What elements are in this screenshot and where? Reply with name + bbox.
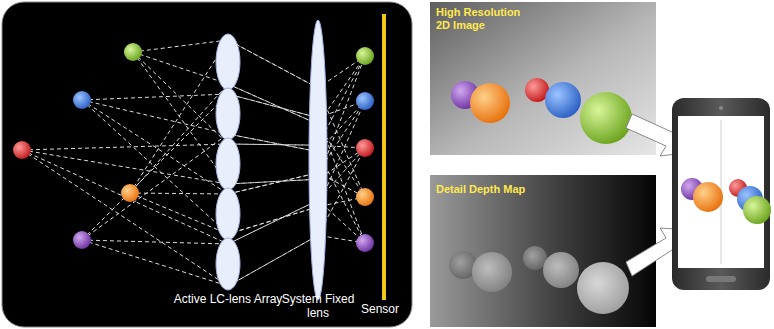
image-panel: High Resolution 2D Image bbox=[430, 2, 656, 155]
depth-panel: Detail Depth Map bbox=[430, 175, 656, 327]
ray-line bbox=[133, 52, 365, 184]
ray-line bbox=[133, 52, 365, 145]
phone-balls bbox=[681, 178, 771, 224]
sensor-bar bbox=[382, 14, 386, 300]
fixed-lens bbox=[309, 20, 327, 300]
ray-line bbox=[130, 193, 365, 234]
color-balls bbox=[451, 78, 632, 144]
lc-lens-array bbox=[216, 34, 240, 290]
ray-line bbox=[130, 84, 365, 197]
phone-screen bbox=[678, 116, 764, 268]
depth-balls bbox=[449, 246, 629, 314]
panel-title: Detail Depth Map bbox=[436, 183, 525, 196]
part-label: System Fixed lens bbox=[278, 292, 358, 320]
part-label: Active LC-lens Array bbox=[173, 292, 283, 306]
phone-body bbox=[672, 98, 770, 290]
ray-line bbox=[130, 173, 365, 197]
optics-panel bbox=[2, 2, 412, 327]
object-points bbox=[13, 43, 142, 249]
image-points bbox=[356, 47, 374, 252]
panel-title: High Resolution 2D Image bbox=[436, 6, 536, 32]
image-panel bbox=[430, 2, 656, 155]
depth-panel bbox=[430, 175, 656, 327]
part-label: Sensor bbox=[352, 302, 408, 316]
